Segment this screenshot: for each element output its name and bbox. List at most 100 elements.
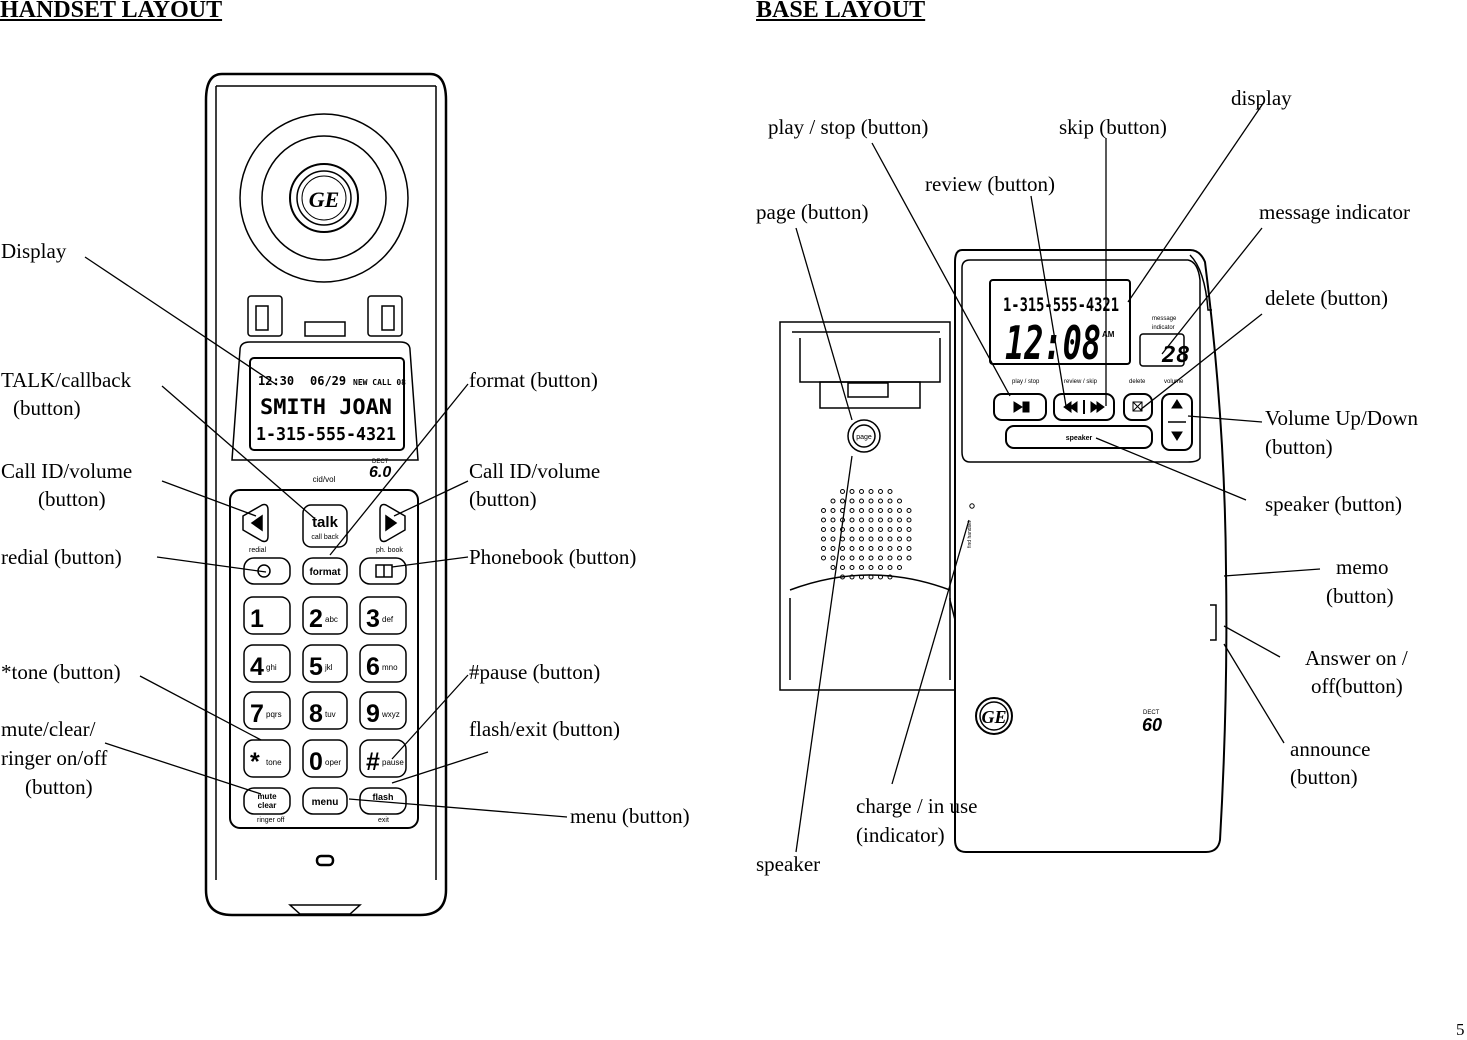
grille-hole [868, 565, 874, 570]
grille-hole [868, 574, 874, 580]
label-talk-callback: TALK/callback [1, 368, 132, 392]
handset-key-digit: # [366, 748, 380, 776]
label-volume-updown-2: (button) [1265, 435, 1333, 459]
label-talk-callback-2: (button) [13, 396, 81, 420]
grille-hole [906, 555, 912, 561]
base-btn-volume-label: volume [1164, 379, 1184, 385]
label-page: page (button) [756, 200, 869, 224]
base-illustration [779, 249, 1228, 853]
handset-flash-key-label: flash [372, 792, 393, 802]
grille-hole [821, 517, 826, 523]
grille-hole [830, 508, 836, 513]
label-speaker-button: speaker (button) [1265, 492, 1403, 516]
grille-hole [859, 555, 864, 561]
label-cid-volume-left: Call ID/volume [1, 459, 133, 483]
handset-ringer-label: ringer off [257, 817, 285, 824]
handset-key-digit: 0 [309, 748, 323, 776]
grille-hole [868, 555, 874, 561]
label-cid-volume-right: Call ID/volume [469, 459, 601, 483]
grille-hole [906, 527, 912, 532]
handset-key-letters: oper [325, 758, 341, 767]
grille-hole [868, 489, 874, 494]
grille-hole [859, 508, 864, 513]
label-answer: Answer on / [1305, 646, 1408, 670]
grille-hole [821, 527, 826, 532]
handset-callback-key-label: call back [311, 534, 339, 541]
grille-hole [849, 574, 855, 580]
handset-cid-strip: cid/vol [313, 475, 336, 484]
grille-hole [840, 489, 845, 494]
play-stop-icon [1013, 401, 1023, 413]
grille-hole [868, 517, 874, 523]
grille-hole [897, 536, 902, 542]
label-tone: *tone (button) [1, 660, 121, 684]
handset-lcd-line2: SMITH JOAN [260, 395, 392, 419]
grille-hole [887, 527, 893, 532]
grille-hole [897, 498, 902, 504]
grille-hole [859, 527, 864, 532]
grille-hole [897, 565, 902, 570]
grille-hole [821, 536, 826, 542]
grille-hole [821, 546, 826, 551]
grille-hole [840, 546, 845, 551]
handset-layout-heading: HANDSET LAYOUT [0, 0, 223, 23]
grille-hole [897, 517, 902, 523]
grille-hole [887, 489, 893, 494]
grille-hole [859, 536, 864, 542]
label-format: format (button) [469, 368, 598, 392]
grille-hole [830, 517, 836, 523]
label-charge-in-use: charge / in use [856, 794, 978, 818]
grille-hole [897, 546, 902, 551]
label-flash-exit: flash/exit (button) [469, 717, 621, 741]
handset-key-letters: ghi [266, 663, 277, 672]
handset-key-digit: 8 [309, 700, 323, 728]
base-btn-speaker-label: speaker [1066, 435, 1093, 442]
grille-hole [897, 527, 902, 532]
charge-indicator-light [969, 503, 975, 509]
grille-hole [878, 527, 883, 532]
handset-redial-label: redial [249, 547, 267, 554]
review-icon [1063, 401, 1078, 413]
label-speaker: speaker [756, 852, 821, 876]
handset-key-digit: 5 [309, 653, 323, 681]
grille-hole [821, 555, 826, 561]
grille-hole [878, 574, 883, 580]
label-charge-in-use-2: (indicator) [856, 823, 945, 847]
grille-hole [849, 508, 855, 513]
base-msg-count: 28 [1161, 343, 1190, 368]
handset-key-letters: tone [266, 758, 282, 767]
base-msg-label-1: message [1152, 316, 1177, 322]
label-redial: redial (button) [1, 545, 122, 569]
grille-hole [830, 546, 836, 551]
handset-key-digit: 1 [250, 605, 264, 633]
label-phonebook: Phonebook (button) [469, 545, 637, 569]
grille-hole [878, 498, 883, 504]
handset-mute-key-label: mute [257, 792, 277, 801]
label-play-stop: play / stop (button) [768, 115, 929, 139]
handset-key-digit: * [250, 748, 260, 776]
grille-hole [878, 536, 883, 542]
label-volume-updown: Volume Up/Down [1265, 406, 1419, 430]
base-lcd-ampm: AM [1102, 330, 1115, 339]
grille-hole [830, 498, 836, 504]
grille-hole [859, 498, 864, 504]
handset-key-letters: jkl [324, 663, 333, 672]
grille-hole [868, 508, 874, 513]
grille-hole [906, 517, 912, 523]
base-speaker-grille [821, 489, 912, 580]
label-message-indicator: message indicator [1259, 200, 1411, 224]
volume-up-icon [1171, 399, 1183, 409]
grille-hole [887, 574, 893, 580]
grille-hole [840, 498, 845, 504]
label-answer-2: off(button) [1311, 674, 1403, 698]
label-mute-2: ringer on/off [1, 746, 108, 770]
base-model: 60 [1142, 715, 1162, 735]
label-delete: delete (button) [1265, 286, 1389, 310]
grille-hole [830, 527, 836, 532]
handset-key-letters: pause [382, 758, 404, 767]
grille-hole [859, 546, 864, 551]
label-review: review (button) [925, 172, 1056, 196]
handset-key-digit: 6 [366, 653, 380, 681]
